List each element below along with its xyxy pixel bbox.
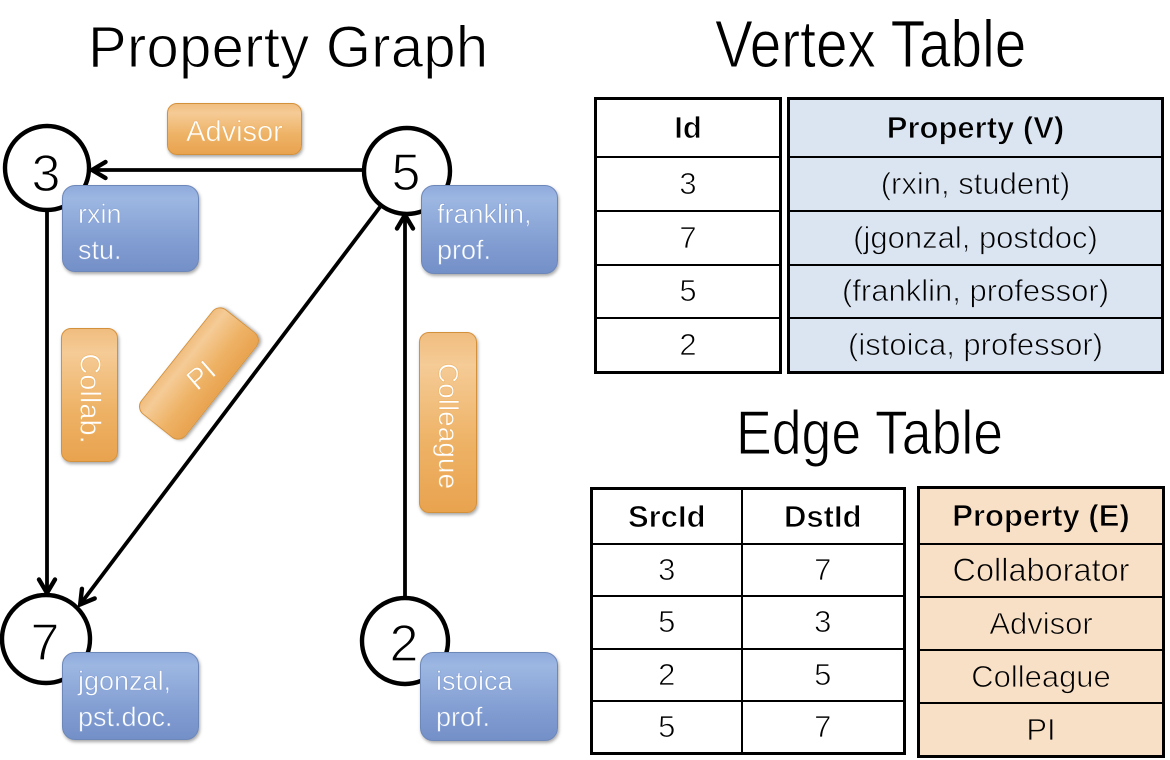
svg-text:3: 3 <box>32 145 61 203</box>
svg-text:7: 7 <box>31 614 60 672</box>
svg-text:5: 5 <box>392 144 421 202</box>
svg-text:2: 2 <box>390 615 419 673</box>
